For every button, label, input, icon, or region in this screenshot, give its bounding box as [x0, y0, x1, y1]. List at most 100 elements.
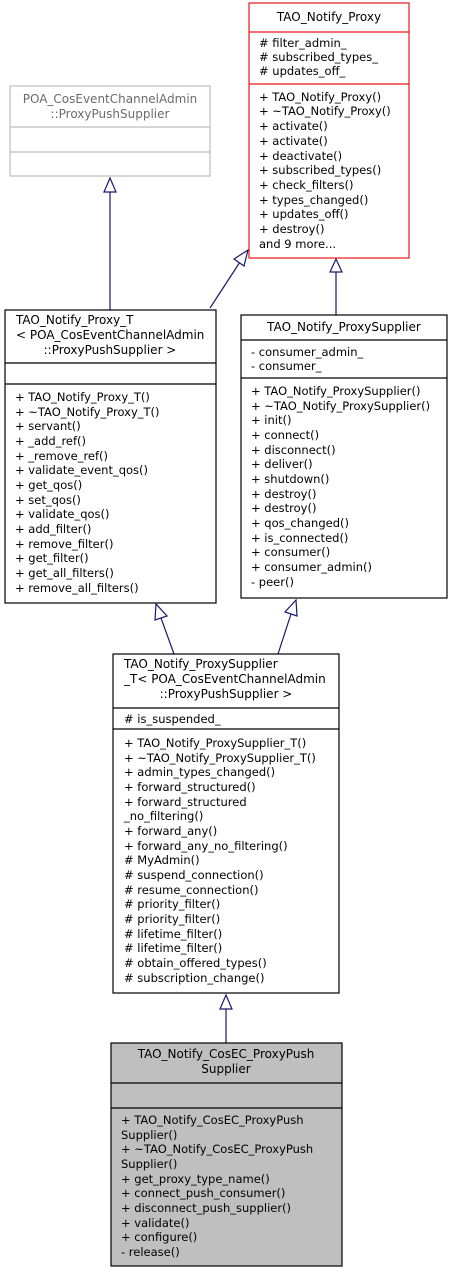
method: + deliver()	[251, 457, 313, 471]
method: + is_connected()	[251, 531, 348, 545]
class-box-tao-notify-cosec-proxy-push-supplier[interactable]: TAO_Notify_CosEC_ProxyPush Supplier + TA…	[110, 1042, 343, 1267]
method: + types_changed()	[259, 193, 368, 207]
edge-arrowhead	[283, 598, 298, 617]
method: Supplier()	[121, 1128, 177, 1142]
method: + forward_structured	[124, 795, 247, 809]
class-box-poa-proxy-push-supplier[interactable]: POA_CosEventChannelAdmin ::ProxyPushSupp…	[9, 85, 211, 177]
class-name: Supplier	[201, 1062, 251, 1076]
method: + destroy()	[251, 501, 316, 515]
method: + disconnect_push_supplier()	[121, 1201, 291, 1215]
method: + destroy()	[251, 487, 316, 501]
method: + set_qos()	[15, 493, 81, 507]
class-name: _T< POA_CosEventChannelAdmin	[123, 672, 326, 686]
method: + shutdown()	[251, 472, 329, 486]
method: + activate()	[259, 134, 328, 148]
method: + validate_event_qos()	[15, 463, 148, 477]
attribute-list: # filter_admin_ # subscribed_types_ # up…	[259, 36, 378, 78]
method: + TAO_Notify_ProxySupplier()	[251, 384, 421, 398]
method: + configure()	[121, 1230, 197, 1244]
method-list: + TAO_Notify_ProxySupplier_T() + ~TAO_No…	[123, 736, 316, 985]
class-name: ::ProxyPushSupplier >	[44, 343, 177, 357]
method: + ~TAO_Notify_CosEC_ProxyPush	[121, 1142, 313, 1156]
class-box-tao-notify-proxy-supplier-t[interactable]: TAO_Notify_ProxySupplier _T< POA_CosEven…	[112, 653, 340, 994]
method-list: + TAO_Notify_ProxySupplier() + ~TAO_Noti…	[251, 384, 430, 589]
method: + TAO_Notify_Proxy()	[259, 90, 381, 104]
attribute: # updates_off_	[259, 64, 346, 78]
method: # priority_filter()	[124, 897, 220, 911]
method: + connect_push_consumer()	[121, 1186, 285, 1200]
attribute: - consumer_	[251, 359, 322, 373]
method: + forward_structured()	[124, 780, 256, 794]
method: + validate_qos()	[15, 507, 110, 521]
method: # priority_filter()	[124, 912, 220, 926]
method: - release()	[121, 1245, 180, 1259]
class-name: ::ProxyPushSupplier	[51, 107, 170, 121]
method: + ~TAO_Notify_ProxySupplier()	[251, 399, 430, 413]
method: + _add_ref()	[15, 434, 86, 448]
method: + deactivate()	[259, 149, 342, 163]
method: + consumer_admin()	[251, 560, 372, 574]
class-name: POA_CosEventChannelAdmin	[23, 92, 198, 106]
class-name: < POA_CosEventChannelAdmin	[16, 328, 204, 342]
class-name: TAO_Notify_CosEC_ProxyPush	[137, 1047, 315, 1061]
method: + TAO_Notify_Proxy_T()	[15, 390, 150, 404]
method: _no_filtering()	[123, 809, 203, 823]
edge-arrowhead	[219, 993, 233, 1010]
method: + servant()	[15, 419, 81, 433]
method: + destroy()	[259, 222, 324, 236]
method: Supplier()	[121, 1157, 177, 1171]
class-name: TAO_Notify_ProxySupplier	[266, 320, 421, 334]
inheritance-edges	[103, 176, 343, 1043]
method: # MyAdmin()	[124, 853, 200, 867]
method: # lifetime_filter()	[124, 941, 222, 955]
class-name: TAO_Notify_ProxySupplier	[123, 657, 278, 671]
edge-proxy-supplier-t-to-proxy-t	[160, 617, 175, 655]
method: + init()	[251, 413, 291, 427]
method: + get_all_filters()	[15, 566, 114, 580]
method: + ~TAO_Notify_Proxy()	[259, 104, 391, 118]
method: + forward_any_no_filtering()	[124, 839, 288, 853]
method: + TAO_Notify_ProxySupplier_T()	[124, 736, 306, 750]
method: + consumer()	[251, 545, 330, 559]
method: + ~TAO_Notify_Proxy_T()	[15, 405, 160, 419]
method: + validate()	[121, 1216, 189, 1230]
edge-arrowhead	[232, 248, 249, 267]
class-name: ::ProxyPushSupplier >	[160, 687, 293, 701]
method: # resume_connection()	[124, 883, 259, 897]
class-box-tao-notify-proxy[interactable]: TAO_Notify_Proxy # filter_admin_ # subsc…	[248, 2, 410, 259]
method-list: + TAO_Notify_Proxy_T() + ~TAO_Notify_Pro…	[15, 390, 160, 595]
class-box-tao-notify-proxy-supplier[interactable]: TAO_Notify_ProxySupplier - consumer_admi…	[240, 314, 448, 599]
method: + TAO_Notify_CosEC_ProxyPush	[121, 1113, 304, 1127]
method: + ~TAO_Notify_ProxySupplier_T()	[124, 751, 316, 765]
method: + qos_changed()	[251, 516, 349, 530]
method: + _remove_ref()	[15, 449, 108, 463]
method: + remove_all_filters()	[15, 581, 139, 595]
method: and 9 more...	[259, 237, 336, 251]
attribute: # subscribed_types_	[259, 50, 378, 64]
attribute-list: - consumer_admin_ - consumer_	[251, 345, 364, 373]
method: # lifetime_filter()	[124, 927, 222, 941]
method: + get_proxy_type_name()	[121, 1172, 270, 1186]
method: + remove_filter()	[15, 537, 113, 551]
class-name: TAO_Notify_Proxy	[276, 10, 381, 24]
method: # subscription_change()	[124, 971, 264, 985]
method: + admin_types_changed()	[124, 765, 275, 779]
method-list: + TAO_Notify_Proxy() + ~TAO_Notify_Proxy…	[259, 90, 391, 251]
method: + add_filter()	[15, 522, 91, 536]
attribute: # is_suspended_	[124, 712, 221, 726]
method: + disconnect()	[251, 443, 336, 457]
edge-proxy-t-to-proxy	[209, 261, 241, 309]
attribute: # filter_admin_	[259, 36, 347, 50]
class-box-tao-notify-proxy-t[interactable]: TAO_Notify_Proxy_T < POA_CosEventChannel…	[4, 309, 217, 604]
method: + get_filter()	[15, 551, 89, 565]
edge-arrowhead	[154, 602, 169, 621]
method-list: + TAO_Notify_CosEC_ProxyPush Supplier() …	[121, 1113, 313, 1259]
edge-arrowhead	[103, 176, 117, 193]
attribute: - consumer_admin_	[251, 345, 364, 359]
method: # obtain_offered_types()	[124, 956, 267, 970]
method: + updates_off()	[259, 207, 348, 221]
method: + forward_any()	[124, 824, 217, 838]
edge-proxy-supplier-t-to-proxy-supplier	[277, 613, 292, 655]
method: + connect()	[251, 428, 319, 442]
class-name: TAO_Notify_Proxy_T	[15, 313, 134, 327]
